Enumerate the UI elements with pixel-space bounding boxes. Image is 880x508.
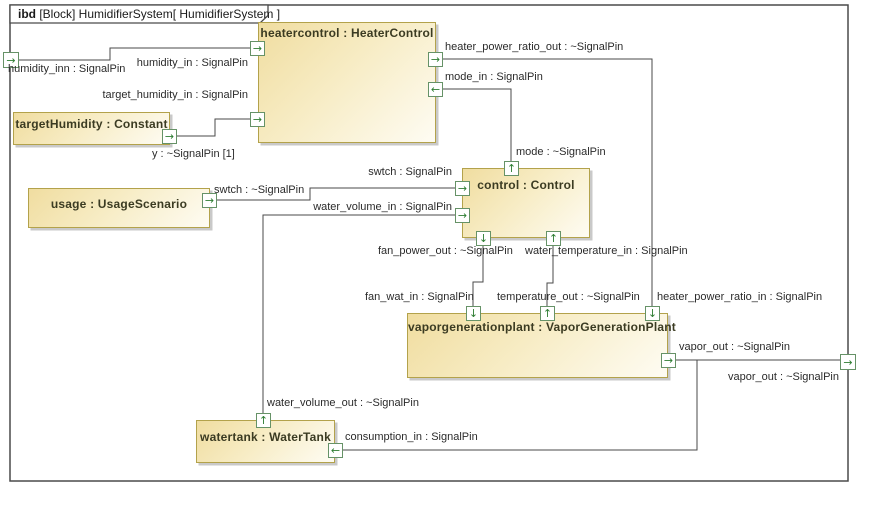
label-mode-in: mode_in : SignalPin	[445, 71, 543, 83]
connector-water-temperature[interactable]	[546, 246, 554, 306]
connector-humidity-inn-to-humidity-in[interactable]	[19, 47, 250, 61]
arrow-up-icon: ↑	[506, 162, 517, 175]
pin-vapor-out[interactable]: →	[661, 353, 676, 368]
pin-water-volume-in[interactable]: →	[455, 208, 470, 223]
pin-consumption-in[interactable]: ←	[328, 443, 343, 458]
label-fan-power-out: fan_power_out : ~SignalPin	[378, 245, 513, 257]
arrow-up-icon: ↑	[258, 414, 269, 427]
connector-swtch[interactable]	[217, 187, 455, 201]
port-humidity-inn[interactable]: →	[3, 52, 19, 68]
arrow-left-icon: ←	[430, 83, 441, 96]
pin-fan-power-out[interactable]: ↓	[476, 231, 491, 246]
block-vaporgenerationplant[interactable]: vaporgenerationplant : VaporGenerationPl…	[407, 313, 676, 378]
label-humidity-in: humidity_in : SignalPin	[136, 57, 248, 69]
label-fan-wat-in: fan_wat_in : SignalPin	[365, 291, 474, 303]
block-heatercontrol-title: heatercontrol : HeaterControl	[260, 26, 434, 40]
block-control-title: control : Control	[477, 178, 575, 192]
arrow-right-icon: →	[164, 130, 175, 143]
label-y: y : ~SignalPin [1]	[152, 148, 235, 160]
pin-mode-in[interactable]: ←	[428, 82, 443, 97]
diagram-title-text: [Block] HumidifierSystem[ HumidifierSyst…	[36, 7, 281, 21]
pin-heater-power-ratio-out[interactable]: →	[428, 52, 443, 67]
label-swtch: swtch : SignalPin	[368, 166, 452, 178]
block-targethumidity[interactable]: targetHumidity : Constant	[13, 112, 170, 145]
label-consumption-in: consumption_in : SignalPin	[345, 431, 478, 443]
diagram-title-tab	[9, 4, 269, 24]
diagram-kind-keyword: ibd	[18, 7, 36, 21]
label-water-volume-in: water_volume_in : SignalPin	[313, 201, 452, 213]
pin-heater-power-ratio-in[interactable]: ↓	[645, 306, 660, 321]
label-vapor-out-plant: vapor_out : ~SignalPin	[679, 341, 790, 353]
arrow-right-icon: →	[430, 53, 441, 66]
label-temperature-out: temperature_out : ~SignalPin	[497, 291, 640, 303]
label-mode: mode : ~SignalPin	[516, 146, 606, 158]
label-swtch-usage: swtch : ~SignalPin	[214, 184, 305, 196]
connector-consumption[interactable]	[343, 360, 698, 451]
label-vapor-out-boundary: vapor_out : ~SignalPin	[728, 371, 839, 383]
block-vaporgenerationplant-title: vaporgenerationplant : VaporGenerationPl…	[408, 320, 676, 334]
pin-mode[interactable]: ↑	[504, 161, 519, 176]
arrow-down-icon: ↓	[478, 232, 489, 245]
pin-humidity-in[interactable]: →	[250, 41, 265, 56]
arrow-right-icon: →	[663, 354, 674, 367]
arrow-left-icon: ←	[330, 444, 341, 457]
pin-swtch-usage[interactable]: →	[202, 193, 217, 208]
block-targethumidity-title: targetHumidity : Constant	[15, 117, 168, 131]
arrow-right-icon: →	[252, 113, 263, 126]
block-control[interactable]: control : Control	[462, 168, 590, 238]
arrow-down-icon: ↓	[468, 307, 479, 320]
connector-mode[interactable]	[443, 88, 512, 161]
arrow-right-icon: →	[457, 182, 468, 195]
block-usage-title: usage : UsageScenario	[50, 197, 188, 211]
connector-y-to-target-humidity-in[interactable]	[177, 118, 250, 137]
connector-heater-power-ratio[interactable]	[443, 58, 653, 306]
pin-water-volume-out[interactable]: ↑	[256, 413, 271, 428]
block-heatercontrol[interactable]: heatercontrol : HeaterControl	[258, 22, 436, 143]
arrow-right-icon: →	[6, 53, 16, 67]
connector-water-volume[interactable]	[262, 214, 455, 413]
pin-fan-wat-in[interactable]: ↓	[466, 306, 481, 321]
block-watertank[interactable]: watertank : WaterTank	[196, 420, 335, 463]
block-usage[interactable]: usage : UsageScenario	[28, 188, 210, 228]
arrow-up-icon: ↑	[548, 232, 559, 245]
label-water-temperature-in: water_temperature_in : SignalPin	[525, 245, 688, 257]
label-heater-power-ratio-in: heater_power_ratio_in : SignalPin	[657, 291, 823, 303]
diagram-title: ibd [Block] HumidifierSystem[ Humidifier…	[18, 7, 280, 21]
arrow-up-icon: ↑	[542, 307, 553, 320]
pin-water-temperature-in[interactable]: ↑	[546, 231, 561, 246]
pin-temperature-out[interactable]: ↑	[540, 306, 555, 321]
block-watertank-title: watertank : WaterTank	[200, 430, 331, 444]
label-water-volume-out: water_volume_out : ~SignalPin	[267, 397, 419, 409]
arrow-right-icon: →	[843, 355, 853, 369]
connector-fan-power[interactable]	[472, 246, 484, 306]
pin-y[interactable]: →	[162, 129, 177, 144]
label-heater-power-ratio-out: heater_power_ratio_out : ~SignalPin	[445, 41, 624, 53]
pin-swtch[interactable]: →	[455, 181, 470, 196]
diagram-frame	[9, 4, 849, 482]
label-target-humidity-in: target_humidity_in : SignalPin	[102, 89, 248, 101]
pin-target-humidity-in[interactable]: →	[250, 112, 265, 127]
label-humidity-inn: humidity_inn : SignalPin	[8, 63, 126, 75]
port-vapor-out[interactable]: →	[840, 354, 856, 370]
arrow-right-icon: →	[252, 42, 263, 55]
arrow-down-icon: ↓	[647, 307, 658, 320]
arrow-right-icon: →	[457, 209, 468, 222]
arrow-right-icon: →	[204, 194, 215, 207]
